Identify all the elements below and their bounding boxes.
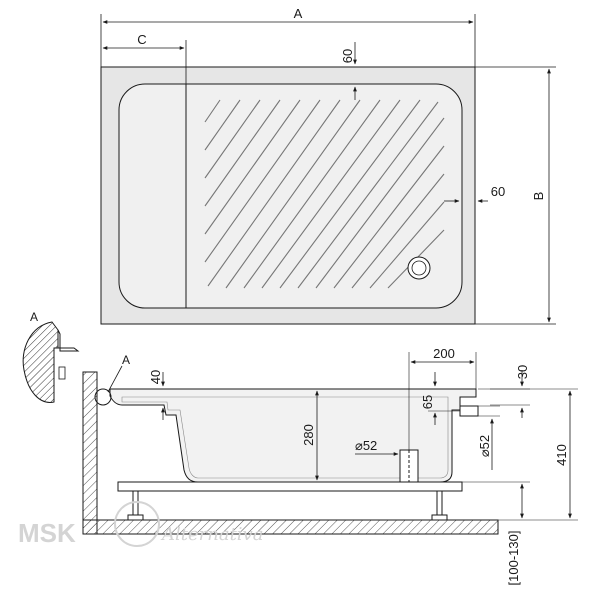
callout-circle-a <box>94 388 112 406</box>
support-legs <box>127 490 448 521</box>
dim-label-depth: 280 <box>301 424 316 446</box>
dim-label-b: B <box>531 192 546 201</box>
floor-hatch <box>82 519 499 535</box>
dim-label-a: A <box>294 6 303 21</box>
dim-label-drain-offset: 200 <box>433 346 455 361</box>
drain-pipe <box>399 449 419 483</box>
dim-label-overflow: 65 <box>420 395 435 409</box>
watermark: MSK Alternativa <box>18 501 263 548</box>
watermark-script: Alternativa <box>160 524 263 545</box>
dim-label-drain-dia: ⌀52 <box>355 438 377 453</box>
section-view: A 40 280 200 30 <box>82 346 578 586</box>
profile-label: A <box>30 310 38 324</box>
profile-detail: A <box>22 310 80 403</box>
dim-label-legs: [100-130] <box>506 531 521 586</box>
watermark-brand: MSK <box>18 518 76 548</box>
dim-label-outlet-dia: ⌀52 <box>477 435 492 457</box>
overflow-pipe <box>459 405 479 417</box>
dim-label-rim-top: 30 <box>515 365 530 379</box>
tray-basin <box>118 83 463 309</box>
dim-label-rim: 40 <box>148 370 163 384</box>
watermark-logo-icon <box>114 501 160 547</box>
dim-label-top-margin: 60 <box>340 49 355 63</box>
anti-slip-hatch <box>204 99 445 289</box>
dim-label-side-margin: 60 <box>491 184 505 199</box>
callout-label-a: A <box>122 353 130 367</box>
dim-label-total-height: 410 <box>554 444 569 466</box>
profile-shape <box>22 321 59 403</box>
plan-view: A C 60 60 B <box>100 6 556 325</box>
drain-circle-inner <box>411 260 427 276</box>
tub-section <box>109 388 477 483</box>
dim-label-c: C <box>137 32 146 47</box>
support-frame <box>117 481 463 492</box>
